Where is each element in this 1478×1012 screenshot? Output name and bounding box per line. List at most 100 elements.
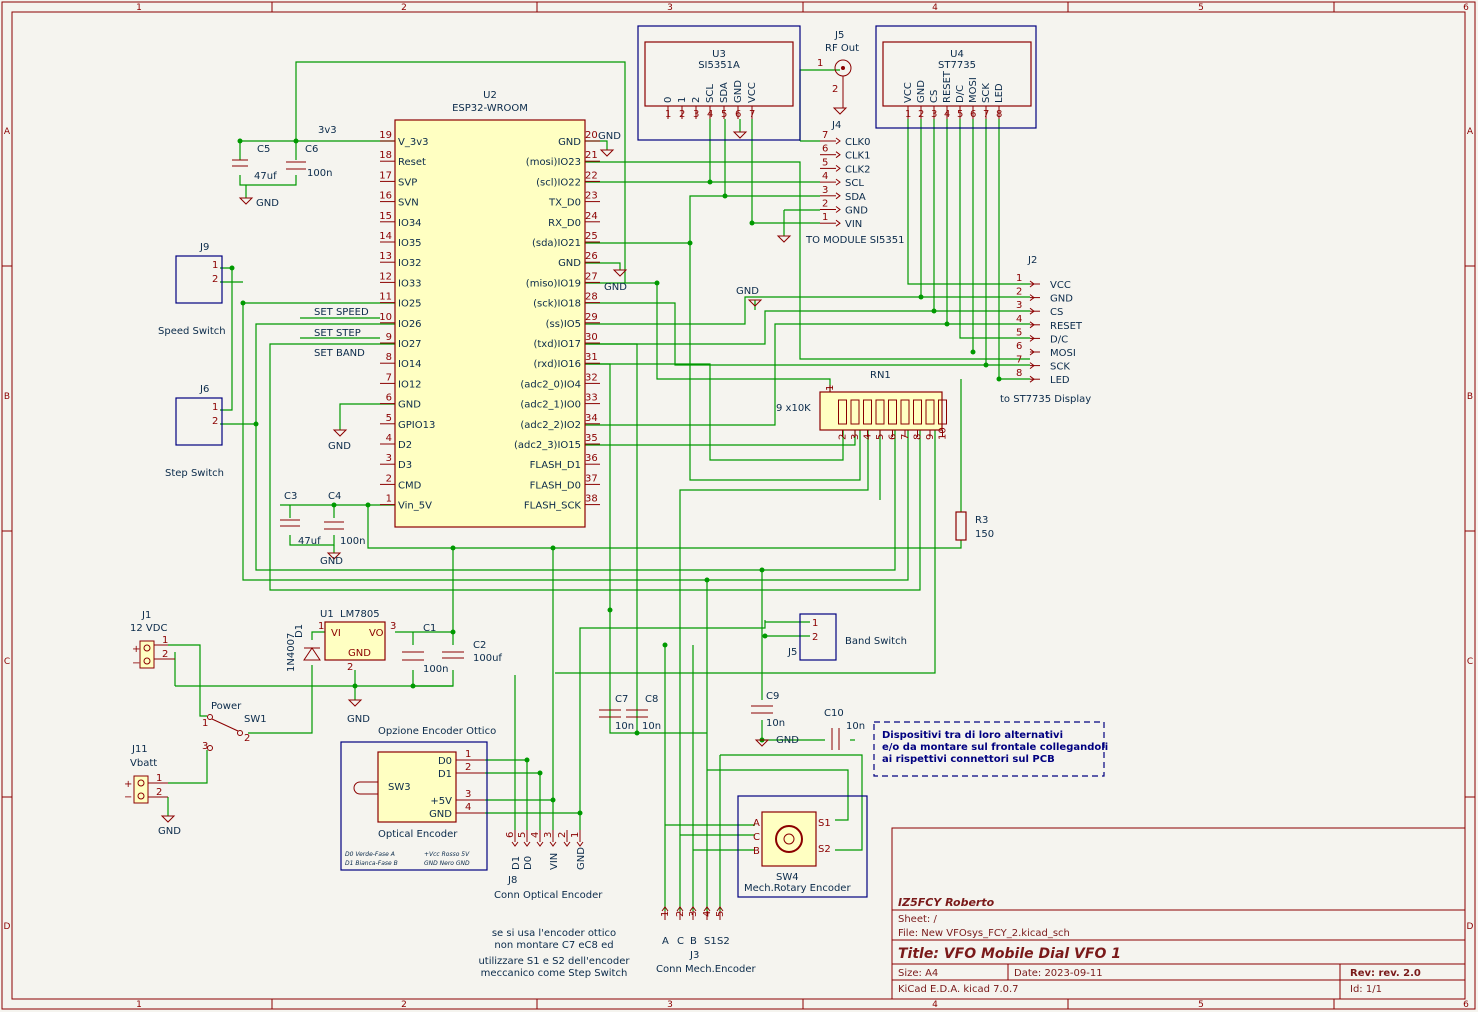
rn1-resistor	[938, 399, 947, 425]
u4-ref: U4	[950, 49, 964, 60]
u2-pin-name: IO32	[398, 258, 422, 269]
j2-pin-num: 4	[1016, 314, 1022, 325]
sw1-value: Power	[211, 701, 242, 712]
u2-pin-name: (mosi)IO23	[526, 157, 581, 168]
u1-vo: VO	[369, 628, 384, 639]
alternatives-note: Dispositivi tra di loro alternativi e/o …	[873, 721, 1108, 777]
u2-pin-num: 38	[585, 494, 598, 505]
j5rf-pin1: 1	[817, 58, 823, 69]
u2-pin-num: 35	[585, 433, 598, 444]
j11-battery-jack[interactable]: 12 +− J11 Vbatt	[124, 744, 168, 804]
u2-pin-name: (miso)IO19	[526, 278, 581, 289]
c4-ref: C4	[328, 491, 341, 502]
u1-lm7805[interactable]: U1 LM7805 VI VO GND 1 3 2	[318, 609, 396, 673]
u2-pin-name: IO35	[398, 238, 422, 249]
j2-pin-name: SCK	[1050, 362, 1070, 373]
u3-pin-name: VCC	[747, 82, 758, 103]
c7-ref: C7	[615, 694, 628, 705]
u2-pin-name: D3	[398, 460, 412, 471]
sw4-s2: S2	[818, 844, 831, 855]
sw4-mech-encoder[interactable]: A C B S1 S2 SW4 Mech.Rotary Encoder	[737, 795, 868, 898]
frame-col-label: 3	[667, 1000, 673, 1010]
rn1-resistor	[900, 399, 910, 425]
sw3-optical-encoder[interactable]: Opzione Encoder Ottico SW3 Optical Encod…	[340, 726, 496, 871]
j2-pin-arrow	[1029, 348, 1035, 356]
u2-pin-num: 33	[585, 393, 598, 404]
u4-st7735[interactable]: U4 ST7735 VCC1GND2CS3RESET4D/C5MOSI6SCK7…	[875, 25, 1037, 129]
j8-pin-arrow	[511, 841, 519, 847]
frame-col-label: 3	[667, 3, 673, 13]
j5-band-switch[interactable]: 12 J5 Band Switch	[787, 613, 907, 661]
u4-pin-num: 2	[918, 109, 924, 120]
u2-pin-name: (sck)IO18	[533, 299, 581, 310]
u1-p3: 3	[390, 621, 396, 632]
u2-pin-name: Vin_5V	[398, 501, 432, 512]
sw3-note3: +Vcc Rosso 5V	[424, 851, 470, 858]
u2-pin-num: 17	[379, 170, 392, 181]
j3-pin-num: 2	[675, 911, 686, 917]
j5-rf-out[interactable]: J5 RF Out 1 2	[817, 30, 859, 108]
tb-date: Date: 2023-09-11	[1014, 968, 1103, 979]
c9-ref: C9	[766, 691, 779, 702]
j2-pin-arrow	[1029, 307, 1035, 315]
u2-pin-name: RX_D0	[548, 218, 581, 229]
u2-pin-name: GND	[558, 137, 581, 148]
note-line-1: Dispositivi tra di loro alternativi	[882, 730, 1063, 741]
u2-pin-num: 12	[379, 271, 392, 282]
u2-pin-num: 23	[585, 191, 598, 202]
u2-pin-num: 22	[585, 170, 598, 181]
capacitors[interactable]: C5 47uf C6 100n C3 47uf C4 100n C1 100n …	[232, 144, 865, 750]
encoder-note: se si usa l'encoder ottico non montare C…	[478, 928, 630, 979]
j9-speed-switch[interactable]: 12 J9 Speed Switch	[158, 242, 226, 337]
d1-diode[interactable]: D1 1N4007	[286, 624, 321, 672]
u3-pin-num: 6	[735, 109, 741, 120]
frame-col-label: 4	[932, 1000, 938, 1010]
u2-pin-name: GPIO13	[398, 420, 435, 431]
rn1-pin-num: 9	[925, 434, 936, 440]
j8-pin-arrow	[523, 841, 531, 847]
j6-caption: Step Switch	[165, 468, 224, 479]
j8-pin-num: 3	[543, 832, 554, 838]
gnd-label-u1: GND	[347, 714, 370, 725]
j8-ref: J8	[507, 875, 517, 886]
u2-pin-num: 9	[386, 332, 392, 343]
u2-esp32[interactable]: U2 ESP32-WROOM 19V_3v318Reset17SVP16SVN1…	[379, 90, 600, 528]
j3-pin-label: B	[690, 936, 697, 947]
u4-pin-name: D/C	[955, 85, 966, 103]
j3-ref: J3	[689, 950, 699, 961]
u2-pin-num: 30	[585, 332, 598, 343]
r3-resistor[interactable]: R3 150	[955, 511, 994, 541]
j2-pin-name: RESET	[1050, 321, 1083, 332]
j4-pin-arrow	[835, 219, 841, 227]
j2-pin-num: 1	[1016, 273, 1022, 284]
u4-pin-num: 3	[931, 109, 937, 120]
j8-pin-num: 6	[505, 832, 516, 838]
j3-pin-label: C	[677, 936, 684, 947]
u2-pin-name: (ss)IO5	[546, 319, 581, 330]
j4-pin-name: CLK1	[845, 151, 870, 162]
sw4-ref: SW4	[776, 872, 799, 883]
j6-step-switch[interactable]: 12 J6 Step Switch	[165, 384, 224, 479]
u2-pin-name: IO14	[398, 359, 422, 370]
sw3-title: Opzione Encoder Ottico	[378, 726, 496, 737]
u2-pin-num: 32	[585, 372, 598, 383]
u2-ref: U2	[483, 90, 497, 101]
u2-right-pins: 20GND21(mosi)IO2322(scl)IO2223TX_D024RX_…	[514, 130, 600, 512]
j1-power-jack[interactable]: 12 +− J1 12 VDC	[130, 610, 175, 669]
sw1-power-switch[interactable]: 1 2 3 Power SW1	[202, 701, 267, 752]
j4-pin-num: 2	[822, 199, 828, 210]
tb-author: IZ5FCY Roberto	[898, 896, 995, 909]
title-block: IZ5FCY Roberto Sheet: / File: New VFOsys…	[891, 827, 1466, 1000]
c4-value: 100n	[340, 536, 365, 547]
u2-pin-num: 5	[386, 413, 392, 424]
u2-pin-name: FLASH_D1	[530, 460, 581, 471]
c10-ref: C10	[824, 708, 844, 719]
frame-col-label: 4	[932, 3, 938, 13]
